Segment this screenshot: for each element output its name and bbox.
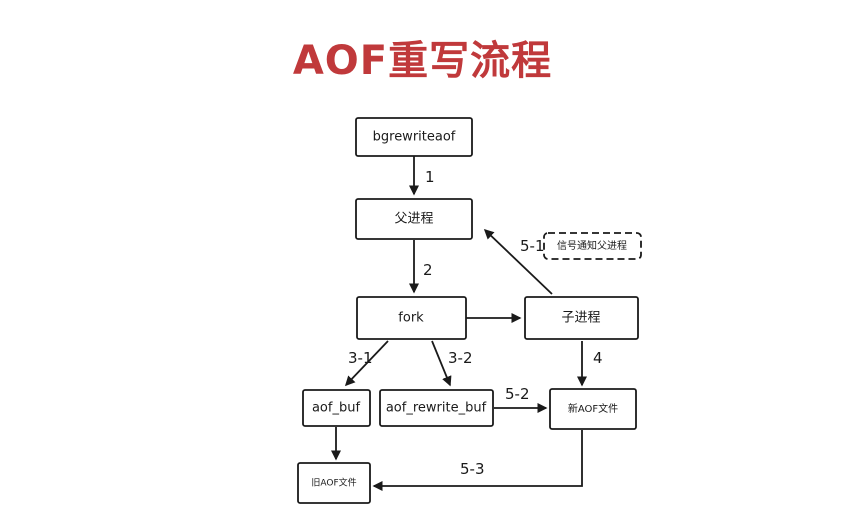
node-fork-label: fork — [398, 311, 424, 326]
node-aof-rewrite-buf: aof_rewrite_buf — [379, 389, 494, 427]
edge-label-5-3: 5-3 — [460, 460, 485, 478]
edge-label-2: 2 — [423, 261, 433, 279]
node-aof-buf-label: aof_buf — [312, 401, 360, 416]
node-child-process: 子进程 — [524, 296, 639, 340]
node-old-aof-file-label: 旧AOF文件 — [311, 477, 356, 489]
edge-label-5-2: 5-2 — [505, 385, 530, 403]
edge-label-1: 1 — [425, 168, 435, 186]
diagram-title: AOF重写流程 — [292, 38, 553, 84]
node-bgrewriteaof-label: bgrewriteaof — [373, 130, 456, 145]
node-signal-parent-label: 信号通知父进程 — [557, 239, 627, 252]
edge-5-3-arrow — [372, 430, 583, 491]
node-new-aof-file: 新AOF文件 — [549, 388, 637, 430]
node-old-aof-file: 旧AOF文件 — [297, 462, 371, 504]
node-child-process-label: 子进程 — [561, 311, 600, 326]
node-parent-process-label: 父进程 — [394, 212, 433, 227]
edge-label-3-2: 3-2 — [448, 349, 473, 367]
edge-3-2-arrow — [431, 340, 452, 387]
edge-label-5-1: 5-1 — [520, 237, 545, 255]
node-aof-rewrite-buf-label: aof_rewrite_buf — [386, 401, 487, 416]
node-bgrewriteaof: bgrewriteaof — [355, 117, 473, 157]
edge-5-1-arrow — [483, 228, 553, 295]
node-parent-process: 父进程 — [355, 198, 473, 240]
edge-label-4: 4 — [593, 349, 603, 367]
edge-label-3-1: 3-1 — [348, 349, 373, 367]
node-aof-buf: aof_buf — [302, 389, 371, 427]
node-new-aof-file-label: 新AOF文件 — [568, 402, 618, 415]
node-signal-parent: 信号通知父进程 — [543, 232, 642, 260]
node-fork: fork — [356, 296, 467, 340]
edge-3-1-arrow — [344, 340, 389, 387]
